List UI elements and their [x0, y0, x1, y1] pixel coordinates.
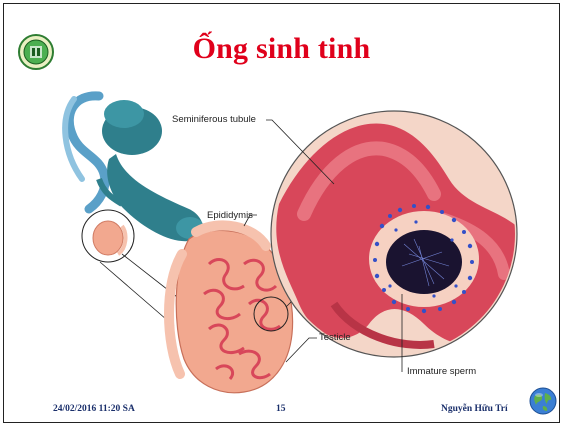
- footer-date: 24/02/2016 11:20 SA: [53, 404, 135, 414]
- globe-icon: [529, 387, 557, 415]
- magnified-tubule: [271, 111, 524, 357]
- footer-page-number: 15: [276, 404, 286, 414]
- slide: Ống sinh tinh: [3, 3, 560, 423]
- label-seminiferous-tubule: Seminiferous tubule: [172, 114, 256, 125]
- label-immature-sperm: Immature sperm: [407, 366, 476, 377]
- anatomy-illustration: [4, 4, 560, 423]
- label-testicle: Testicle: [319, 332, 351, 343]
- footer-author: Nguyễn Hữu Trí: [441, 404, 508, 414]
- label-epididymis: Epididymis: [207, 210, 253, 221]
